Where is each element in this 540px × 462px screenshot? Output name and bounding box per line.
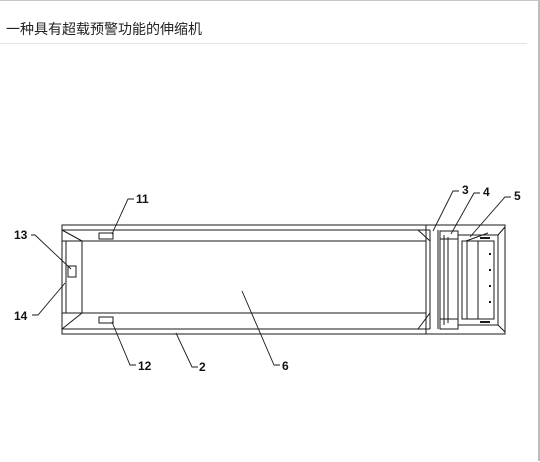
rail-joint-bottom (61, 312, 83, 330)
bolt-mark (489, 253, 491, 255)
leader-5 (469, 196, 511, 238)
label-2: 2 (199, 360, 206, 374)
label-14: 14 (14, 309, 28, 323)
bolt-mark (489, 285, 491, 287)
label-3: 3 (462, 183, 469, 197)
section-5-bracket (465, 232, 489, 242)
leader-6 (241, 290, 280, 366)
label-12: 12 (138, 359, 152, 373)
label-13: 13 (14, 228, 28, 242)
sensor-13 (67, 265, 77, 278)
machine-outline (61, 224, 506, 335)
label-5: 5 (514, 189, 521, 203)
rail-joint-top (61, 229, 83, 242)
section-5-edge-top (497, 226, 506, 236)
section-3-slope-top (417, 229, 431, 242)
leader-12 (111, 321, 136, 366)
leader-14 (32, 282, 66, 316)
sensor-12 (98, 316, 114, 324)
label-6: 6 (282, 359, 289, 373)
bolt-mark (480, 237, 490, 239)
leader-3 (432, 190, 459, 232)
bolt-mark (489, 301, 491, 303)
sensor-11 (98, 232, 114, 240)
title-bar: 一种具有超载预警功能的伸缩机 (0, 1, 527, 44)
bolt-mark (489, 269, 491, 271)
section-3-slope-bottom (417, 312, 431, 330)
bolt-mark (480, 321, 490, 323)
section-5-frame (457, 234, 499, 326)
page-title: 一种具有超载预警功能的伸缩机 (6, 22, 202, 38)
leader-2 (175, 332, 198, 368)
label-11: 11 (136, 192, 149, 206)
leader-4 (450, 192, 480, 235)
leader-11 (111, 198, 134, 235)
section-5-edge-bottom (497, 324, 506, 333)
section-4-frame (439, 230, 459, 330)
leader-13 (31, 234, 72, 270)
label-4: 4 (483, 185, 490, 199)
